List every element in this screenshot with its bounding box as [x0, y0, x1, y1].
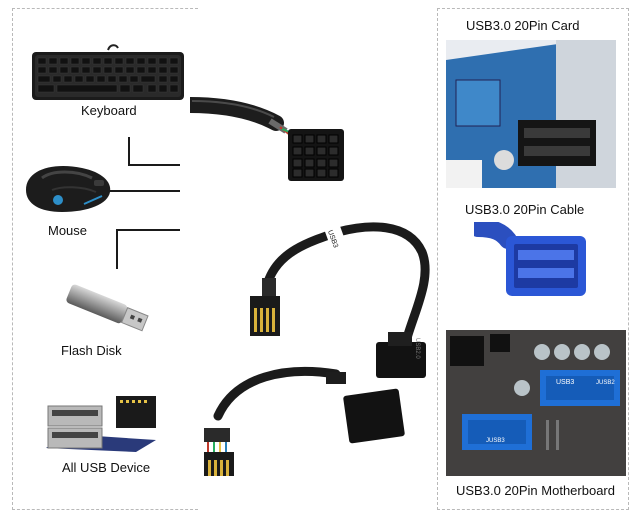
- adapter-cable-icon: [204, 366, 405, 476]
- cable-print-text: USB2.0: [414, 338, 420, 359]
- connector-line: [110, 190, 180, 192]
- adapter-cable-image: USB3 USB2.0: [238, 212, 438, 402]
- pcb-label-usb3: USB3: [556, 379, 574, 386]
- connector-line: [128, 137, 130, 165]
- usb3-motherboard-label: USB3.0 20Pin Motherboard: [456, 483, 615, 498]
- connector-line: [128, 164, 180, 166]
- mouse-image: [22, 160, 114, 218]
- mouse-icon: [26, 166, 111, 212]
- connector-line: [116, 229, 180, 231]
- flash-disk-label: Flash Disk: [61, 343, 122, 358]
- usb-hub-image: [40, 388, 162, 470]
- flash-disk-icon: [66, 284, 149, 332]
- usb2-header-cable-image: [190, 75, 360, 195]
- usb3-cable-image: [474, 222, 594, 312]
- pcie-card-icon: [446, 40, 616, 188]
- motherboard-icon: USB3 JUSB2 JUSB3: [446, 330, 626, 476]
- flash-disk-image: [60, 280, 154, 336]
- keyboard-icon: [32, 44, 184, 100]
- connector-line: [116, 229, 118, 269]
- pcb-label-jusb2: JUSB2: [596, 380, 615, 386]
- pcb-label-jusb3: JUSB3: [486, 438, 505, 444]
- usb3-card-label: USB3.0 20Pin Card: [466, 18, 580, 33]
- adapter-cable-icon: USB3 USB2.0: [250, 219, 430, 378]
- usb3-card-image: [446, 40, 616, 188]
- usb-hub-icon: [46, 396, 156, 452]
- usb3-motherboard-image: USB3 JUSB2 JUSB3: [446, 330, 626, 476]
- mouse-label: Mouse: [48, 223, 88, 238]
- keyboard-image: [30, 44, 186, 104]
- keyboard-label: Keyboard: [81, 103, 137, 118]
- blue-connector-icon: [474, 222, 586, 296]
- header-cable-icon: [190, 97, 344, 181]
- all-usb-device-label: All USB Device: [62, 460, 151, 475]
- adapter-cable-image: [196, 356, 416, 496]
- usb3-cable-label: USB3.0 20Pin Cable: [465, 202, 585, 217]
